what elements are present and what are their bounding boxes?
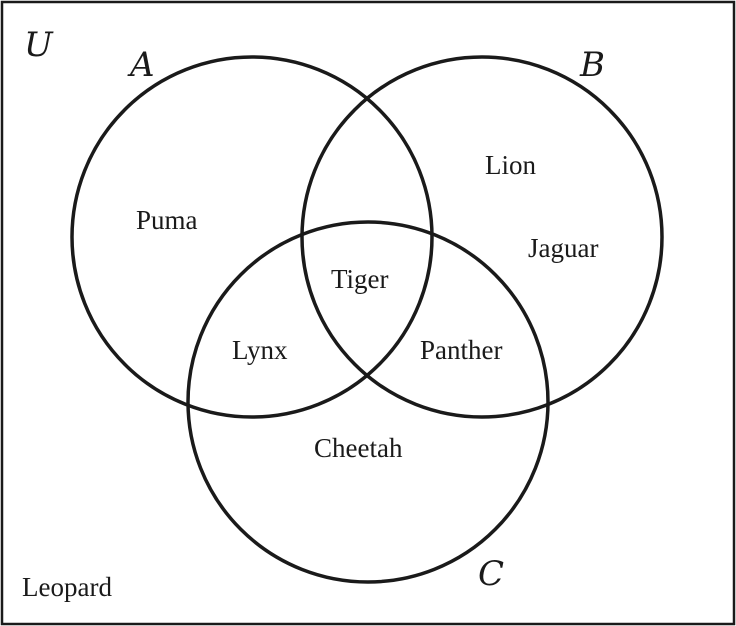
set-b-circle xyxy=(300,55,664,419)
set-b-label: B xyxy=(579,45,605,85)
set-a-label: A xyxy=(127,45,155,85)
region-c-only-label: Cheetah xyxy=(314,433,403,463)
universe-label: U xyxy=(24,25,54,65)
region-ac-label: Lynx xyxy=(232,335,288,365)
set-c-label: C xyxy=(478,554,504,594)
region-bc-label: Panther xyxy=(420,335,502,365)
set-c-circle xyxy=(186,220,550,584)
region-b-only-label-jaguar: Jaguar xyxy=(528,233,598,263)
region-b-only-label-lion: Lion xyxy=(485,150,536,180)
region-a-only-label: Puma xyxy=(136,205,198,235)
set-a-circle xyxy=(70,55,434,419)
region-abc-label: Tiger xyxy=(331,264,389,294)
outside-label: Leopard xyxy=(22,572,112,602)
